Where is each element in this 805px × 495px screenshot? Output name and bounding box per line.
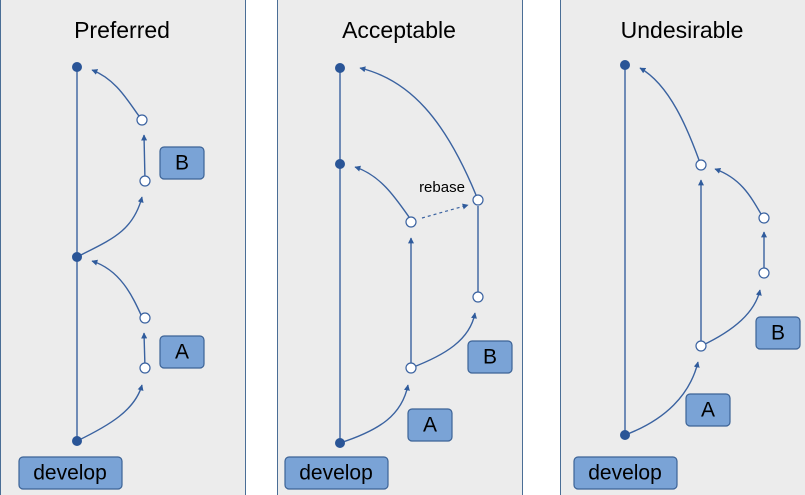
commit-node (136, 114, 148, 126)
svg-text:B: B (483, 346, 497, 369)
panel-undesirable: Undesirable B A develop (560, 0, 805, 495)
commit-node (472, 291, 484, 303)
branch-tag-a: A (685, 393, 731, 427)
commit-node (620, 430, 630, 440)
commit-node (758, 267, 770, 279)
branch-tag-b: B (467, 340, 513, 374)
panel-background (560, 0, 805, 495)
svg-text:B: B (771, 322, 785, 345)
panel-background (277, 0, 523, 495)
edge-develop-to-a1 (339, 384, 410, 444)
svg-text:develop: develop (33, 462, 107, 485)
commit-node (758, 212, 770, 224)
commit-node (405, 362, 417, 374)
svg-text:A: A (701, 399, 715, 422)
commit-node (139, 312, 151, 324)
edge-b2-to-a2 (714, 168, 762, 215)
commit-node (695, 340, 707, 352)
edge-a2-to-merge (91, 259, 143, 318)
rebase-arrow (421, 203, 469, 219)
branch-tag-a: A (407, 408, 453, 442)
branch-tag-develop: develop (284, 456, 389, 490)
branch-tag-b: B (755, 316, 801, 350)
commit-node (335, 63, 345, 73)
panel-title: Undesirable (621, 17, 744, 43)
edge-a1-to-b1 (410, 312, 477, 369)
commit-node (335, 438, 345, 448)
panel-acceptable: Acceptable rebase B A develop (277, 0, 523, 495)
svg-text:develop: develop (588, 462, 662, 485)
branch-tag-develop: develop (18, 456, 123, 490)
edge-develop-to-a1 (624, 361, 700, 436)
commit-node (695, 159, 707, 171)
edge-a2-to-merge (354, 165, 410, 218)
branch-tag-b: B (159, 146, 205, 180)
commit-node (72, 62, 82, 72)
branch-tag-develop: develop (573, 456, 678, 490)
rebase-label: rebase (419, 179, 465, 196)
commit-node (405, 216, 417, 228)
commit-node (139, 362, 151, 374)
commit-node (620, 60, 630, 70)
edge-a2-to-merge (639, 67, 700, 161)
commit-node (335, 159, 345, 169)
panel-title: Preferred (74, 17, 170, 43)
commit-node (472, 194, 484, 206)
commit-node (72, 436, 82, 446)
edge-develop-to-b1 (76, 196, 144, 258)
svg-text:develop: develop (299, 462, 373, 485)
panel-title: Acceptable (342, 17, 456, 43)
edge-a1-to-b1 (700, 289, 762, 347)
svg-text:B: B (175, 152, 189, 175)
edge-b1-to-b2 (141, 134, 148, 182)
panel-background (0, 0, 246, 495)
svg-text:A: A (423, 414, 437, 437)
commit-node (72, 252, 82, 262)
edge-a1-to-a2 (141, 332, 148, 369)
panel-preferred: Preferred B A develop (0, 0, 246, 495)
commit-node (139, 175, 151, 187)
branch-tag-a: A (159, 335, 205, 369)
edge-b2-to-merge (359, 66, 477, 196)
edge-develop-to-a1 (76, 384, 144, 442)
svg-text:A: A (175, 341, 189, 364)
